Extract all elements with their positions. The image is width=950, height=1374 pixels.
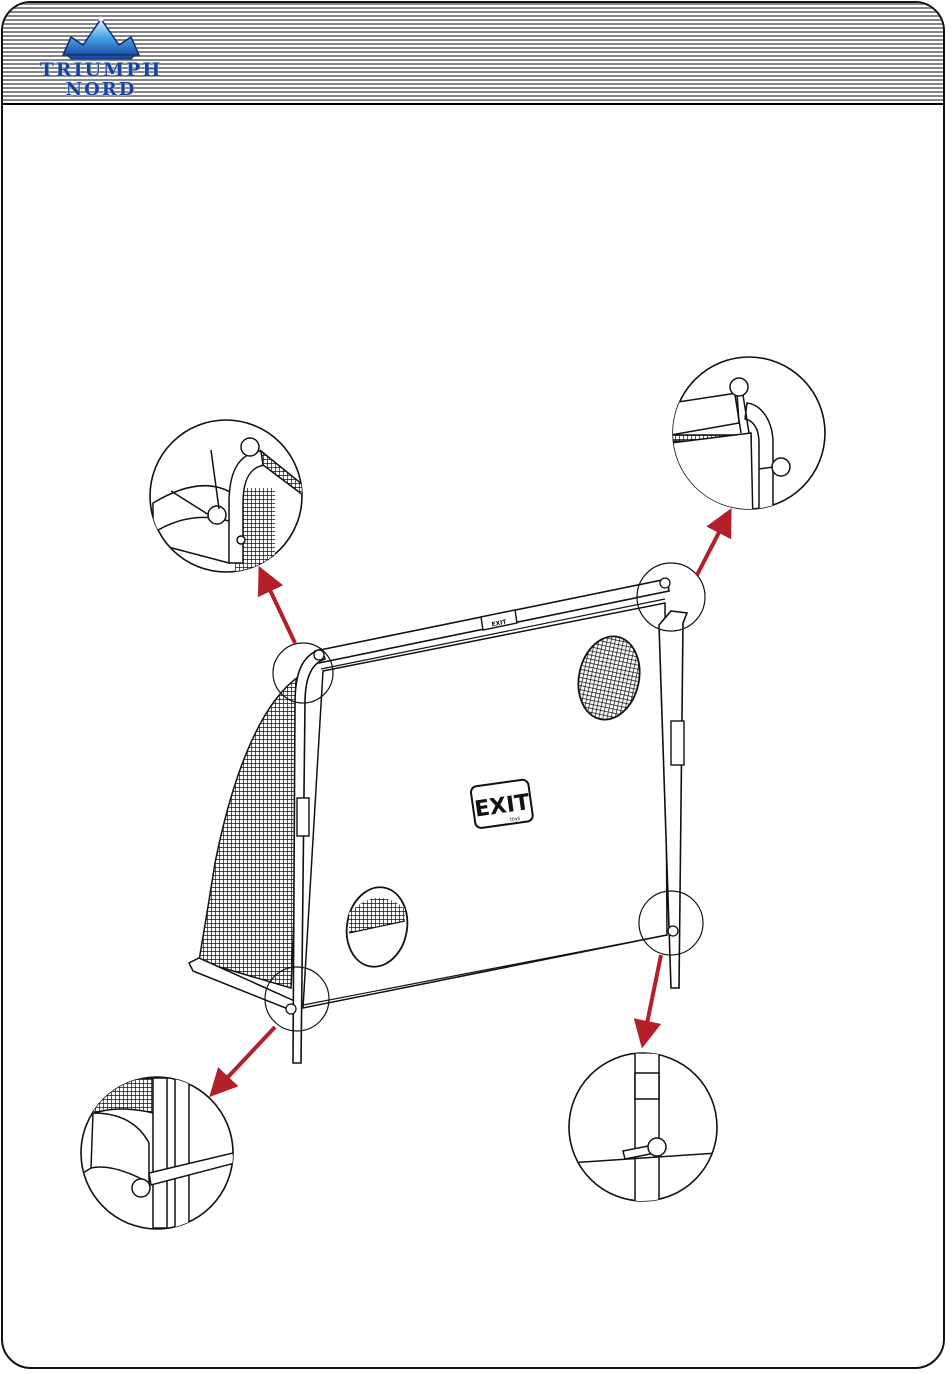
assembly-illustration: EXIT toys EXIT (3, 3, 945, 1369)
arrow-top-left (261, 571, 295, 643)
detail-bottom-left (81, 1077, 235, 1229)
arrow-bottom-right (643, 955, 661, 1043)
arrow-bottom-left (213, 1027, 275, 1093)
arrow-top-right (697, 513, 729, 575)
detail-top-left (150, 420, 303, 578)
detail-top-right (671, 357, 825, 523)
detail-bottom-right (569, 1053, 717, 1213)
net-brand-logo: EXIT toys (470, 779, 533, 829)
side-net (199, 675, 303, 988)
